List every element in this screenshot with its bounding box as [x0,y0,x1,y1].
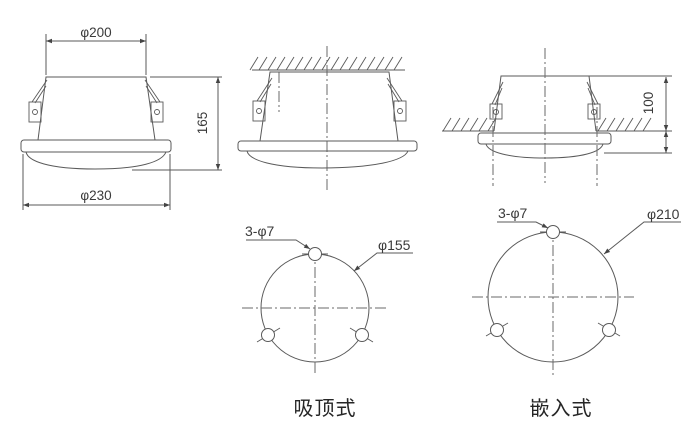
speaker-body-outline [259,71,399,142]
dimension-bottom-diameter: φ230 [22,154,171,210]
dimension-height: 165 [132,76,222,171]
view-surface-mount-side: φ200 165 φ230 [20,25,222,210]
speaker-body-outline [493,75,597,132]
leader-holes [246,239,311,250]
clamp-pivot-hole [256,108,262,114]
leader-diameter [603,221,681,255]
dim-label-bottom-diameter: φ230 [80,188,111,203]
hole-pattern-155: 3-φ7 φ155 [242,223,413,375]
dim-label-height-165: 165 [195,112,210,135]
spring-clamp-left [28,79,48,123]
leader-holes [497,221,549,229]
speaker-flange [237,140,418,152]
spring-clamp-right [386,77,407,122]
dimension-recess-depth: 100 [589,75,672,131]
ceiling-hatch-right [597,117,652,132]
clamp-pivot-hole [154,109,160,115]
mounting-hole-left [490,323,504,337]
ceiling-hatch-left [442,117,497,132]
clamp-pivot-hole [32,109,38,115]
label-holes-3x7-large: 3-φ7 [498,205,528,221]
view-surface-mount-installed [237,46,418,190]
hole-pattern-210: 3-φ7 φ210 [472,205,681,378]
dimension-protrusion [604,131,672,154]
caption-recessed-mount: 嵌入式 [530,397,593,420]
clamp-pivot-hole [397,108,403,114]
label-diameter-155: φ155 [378,237,411,253]
label-holes-3x7-small: 3-φ7 [245,223,275,239]
captions: 吸顶式 嵌入式 [294,397,593,420]
speaker-flange [20,139,172,153]
leader-diameter [353,252,413,272]
speaker-dome [246,150,409,169]
mounting-hole-right [602,323,616,337]
mounting-hole-left [261,328,275,342]
mounting-hole-top [308,247,322,261]
ceiling-hatch [249,56,403,71]
spring-clamp-left [489,81,504,120]
dim-label-depth-100: 100 [641,92,656,115]
speaker-dome [25,151,167,170]
label-diameter-210: φ210 [647,206,680,222]
caption-surface-mount: 吸顶式 [294,397,357,420]
speaker-body-outline [37,76,156,141]
dimension-top-diameter: φ200 [45,25,147,75]
mounting-hole-top [546,225,560,239]
spring-clamp-left [252,77,273,122]
view-recessed-installed: 100 [442,48,672,186]
dim-label-top-diameter: φ200 [80,25,111,40]
mounting-hole-right [355,328,369,342]
spring-clamp-right [144,79,164,123]
